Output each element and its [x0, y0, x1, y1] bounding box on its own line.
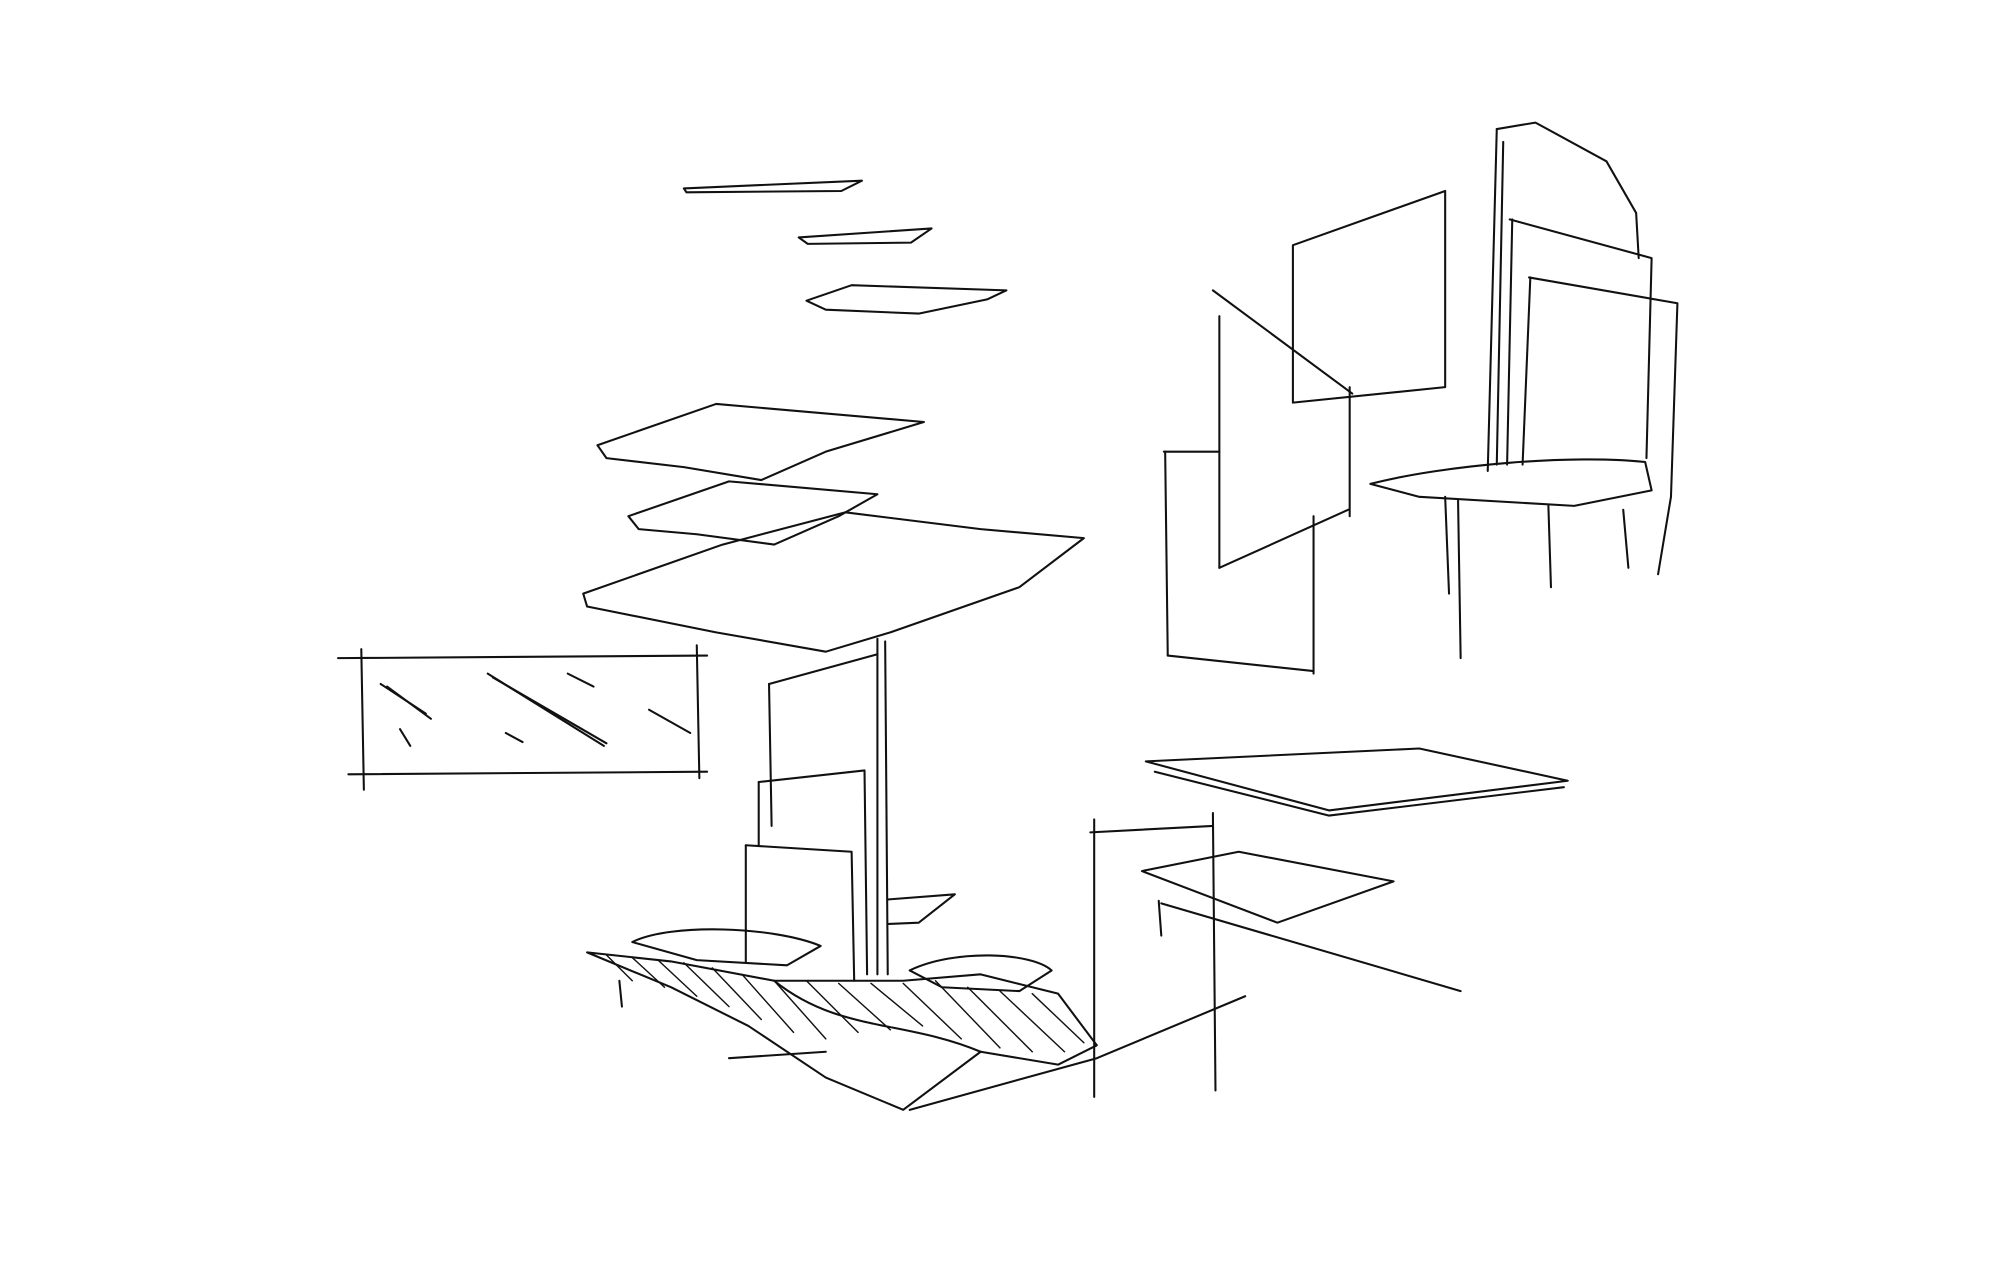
right-slab-1: [1144, 747, 1569, 817]
floor-hatching: [605, 954, 1085, 1053]
floating-slab-large-1: [596, 402, 925, 482]
floor-platform: [586, 928, 1247, 1111]
open-frame: [1089, 811, 1217, 1098]
floating-slab-small-3: [805, 284, 1008, 315]
right-panels: [1162, 121, 1679, 675]
floating-slab-small-2: [797, 227, 933, 245]
window-panel: [337, 644, 709, 791]
floating-slab-large-2: [627, 480, 879, 546]
floating-slab-small-1: [682, 179, 863, 194]
floating-slab-large-3: [582, 511, 1085, 653]
central-column: [744, 637, 956, 982]
right-slab-2: [1140, 850, 1462, 993]
